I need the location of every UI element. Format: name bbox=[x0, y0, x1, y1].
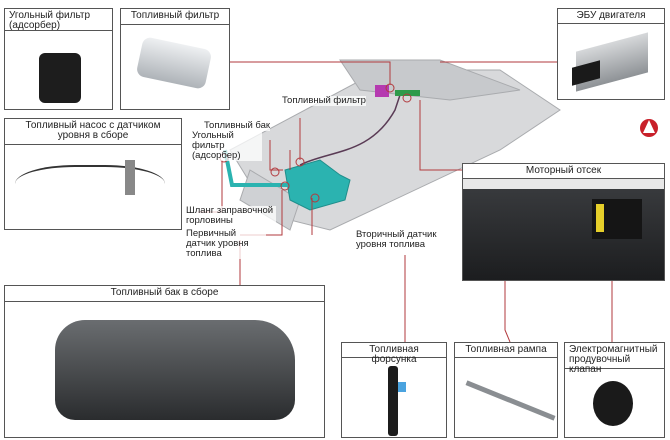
panel-ecu: ЭБУ двигателя bbox=[557, 8, 665, 100]
panel-title: Угольный фильтр (адсорбер) bbox=[5, 9, 112, 31]
panel-carbon-canister: Угольный фильтр (адсорбер) bbox=[4, 8, 113, 110]
panel-fuel-pump: Топливный насос с датчиком уровня в сбор… bbox=[4, 118, 182, 230]
carbon-canister-image bbox=[5, 31, 112, 109]
fuel-rail-image bbox=[455, 358, 557, 437]
panel-title: Топливная рампа bbox=[455, 343, 557, 358]
panel-title: Топливный бак в сборе bbox=[5, 286, 324, 302]
panel-title: Топливный насос с датчиком уровня в сбор… bbox=[5, 119, 181, 145]
callout-filler-hose: Шланг заправочной горловины bbox=[186, 206, 276, 226]
panel-title: ЭБУ двигателя bbox=[558, 9, 664, 24]
fuel-injector-image bbox=[342, 358, 446, 437]
fuel-tank-shape bbox=[223, 149, 351, 211]
panel-fuel-rail: Топливная рампа bbox=[454, 342, 558, 438]
fuel-pump-image bbox=[5, 145, 181, 229]
purge-valve-image bbox=[565, 369, 664, 437]
panel-title: Моторный отсек bbox=[463, 164, 664, 179]
brand-logo bbox=[640, 119, 658, 137]
callout-secondary-level-sensor: Вторичный датчик уровня топлива bbox=[356, 230, 466, 250]
panel-fuel-injector: Топливная форсунка bbox=[341, 342, 447, 438]
engine-bay-image bbox=[463, 179, 664, 280]
callout-primary-level-sensor: Первичный датчик уровня топлива bbox=[186, 229, 266, 259]
fuel-filter-image bbox=[121, 25, 229, 109]
panel-title: Топливная форсунка bbox=[342, 343, 446, 365]
panel-title: Топливный фильтр bbox=[121, 9, 229, 25]
injector-mark bbox=[395, 90, 420, 96]
panel-title: Электромагнитный продувочный клапан bbox=[565, 343, 664, 375]
callout-fuel-tank: Топливный бак bbox=[204, 120, 271, 131]
panel-purge-valve: Электромагнитный продувочный клапан bbox=[564, 342, 665, 438]
fuel-tank-image bbox=[5, 302, 324, 437]
callout-carbon-filter: Угольный фильтр (адсорбер) bbox=[192, 131, 262, 161]
panel-fuel-filter: Топливный фильтр bbox=[120, 8, 230, 110]
panel-fuel-tank-assembly: Топливный бак в сборе bbox=[4, 285, 325, 438]
ecu-image bbox=[558, 24, 664, 99]
callout-fuel-filter: Топливный фильтр bbox=[282, 95, 366, 106]
panel-engine-bay: Моторный отсек bbox=[462, 163, 665, 281]
